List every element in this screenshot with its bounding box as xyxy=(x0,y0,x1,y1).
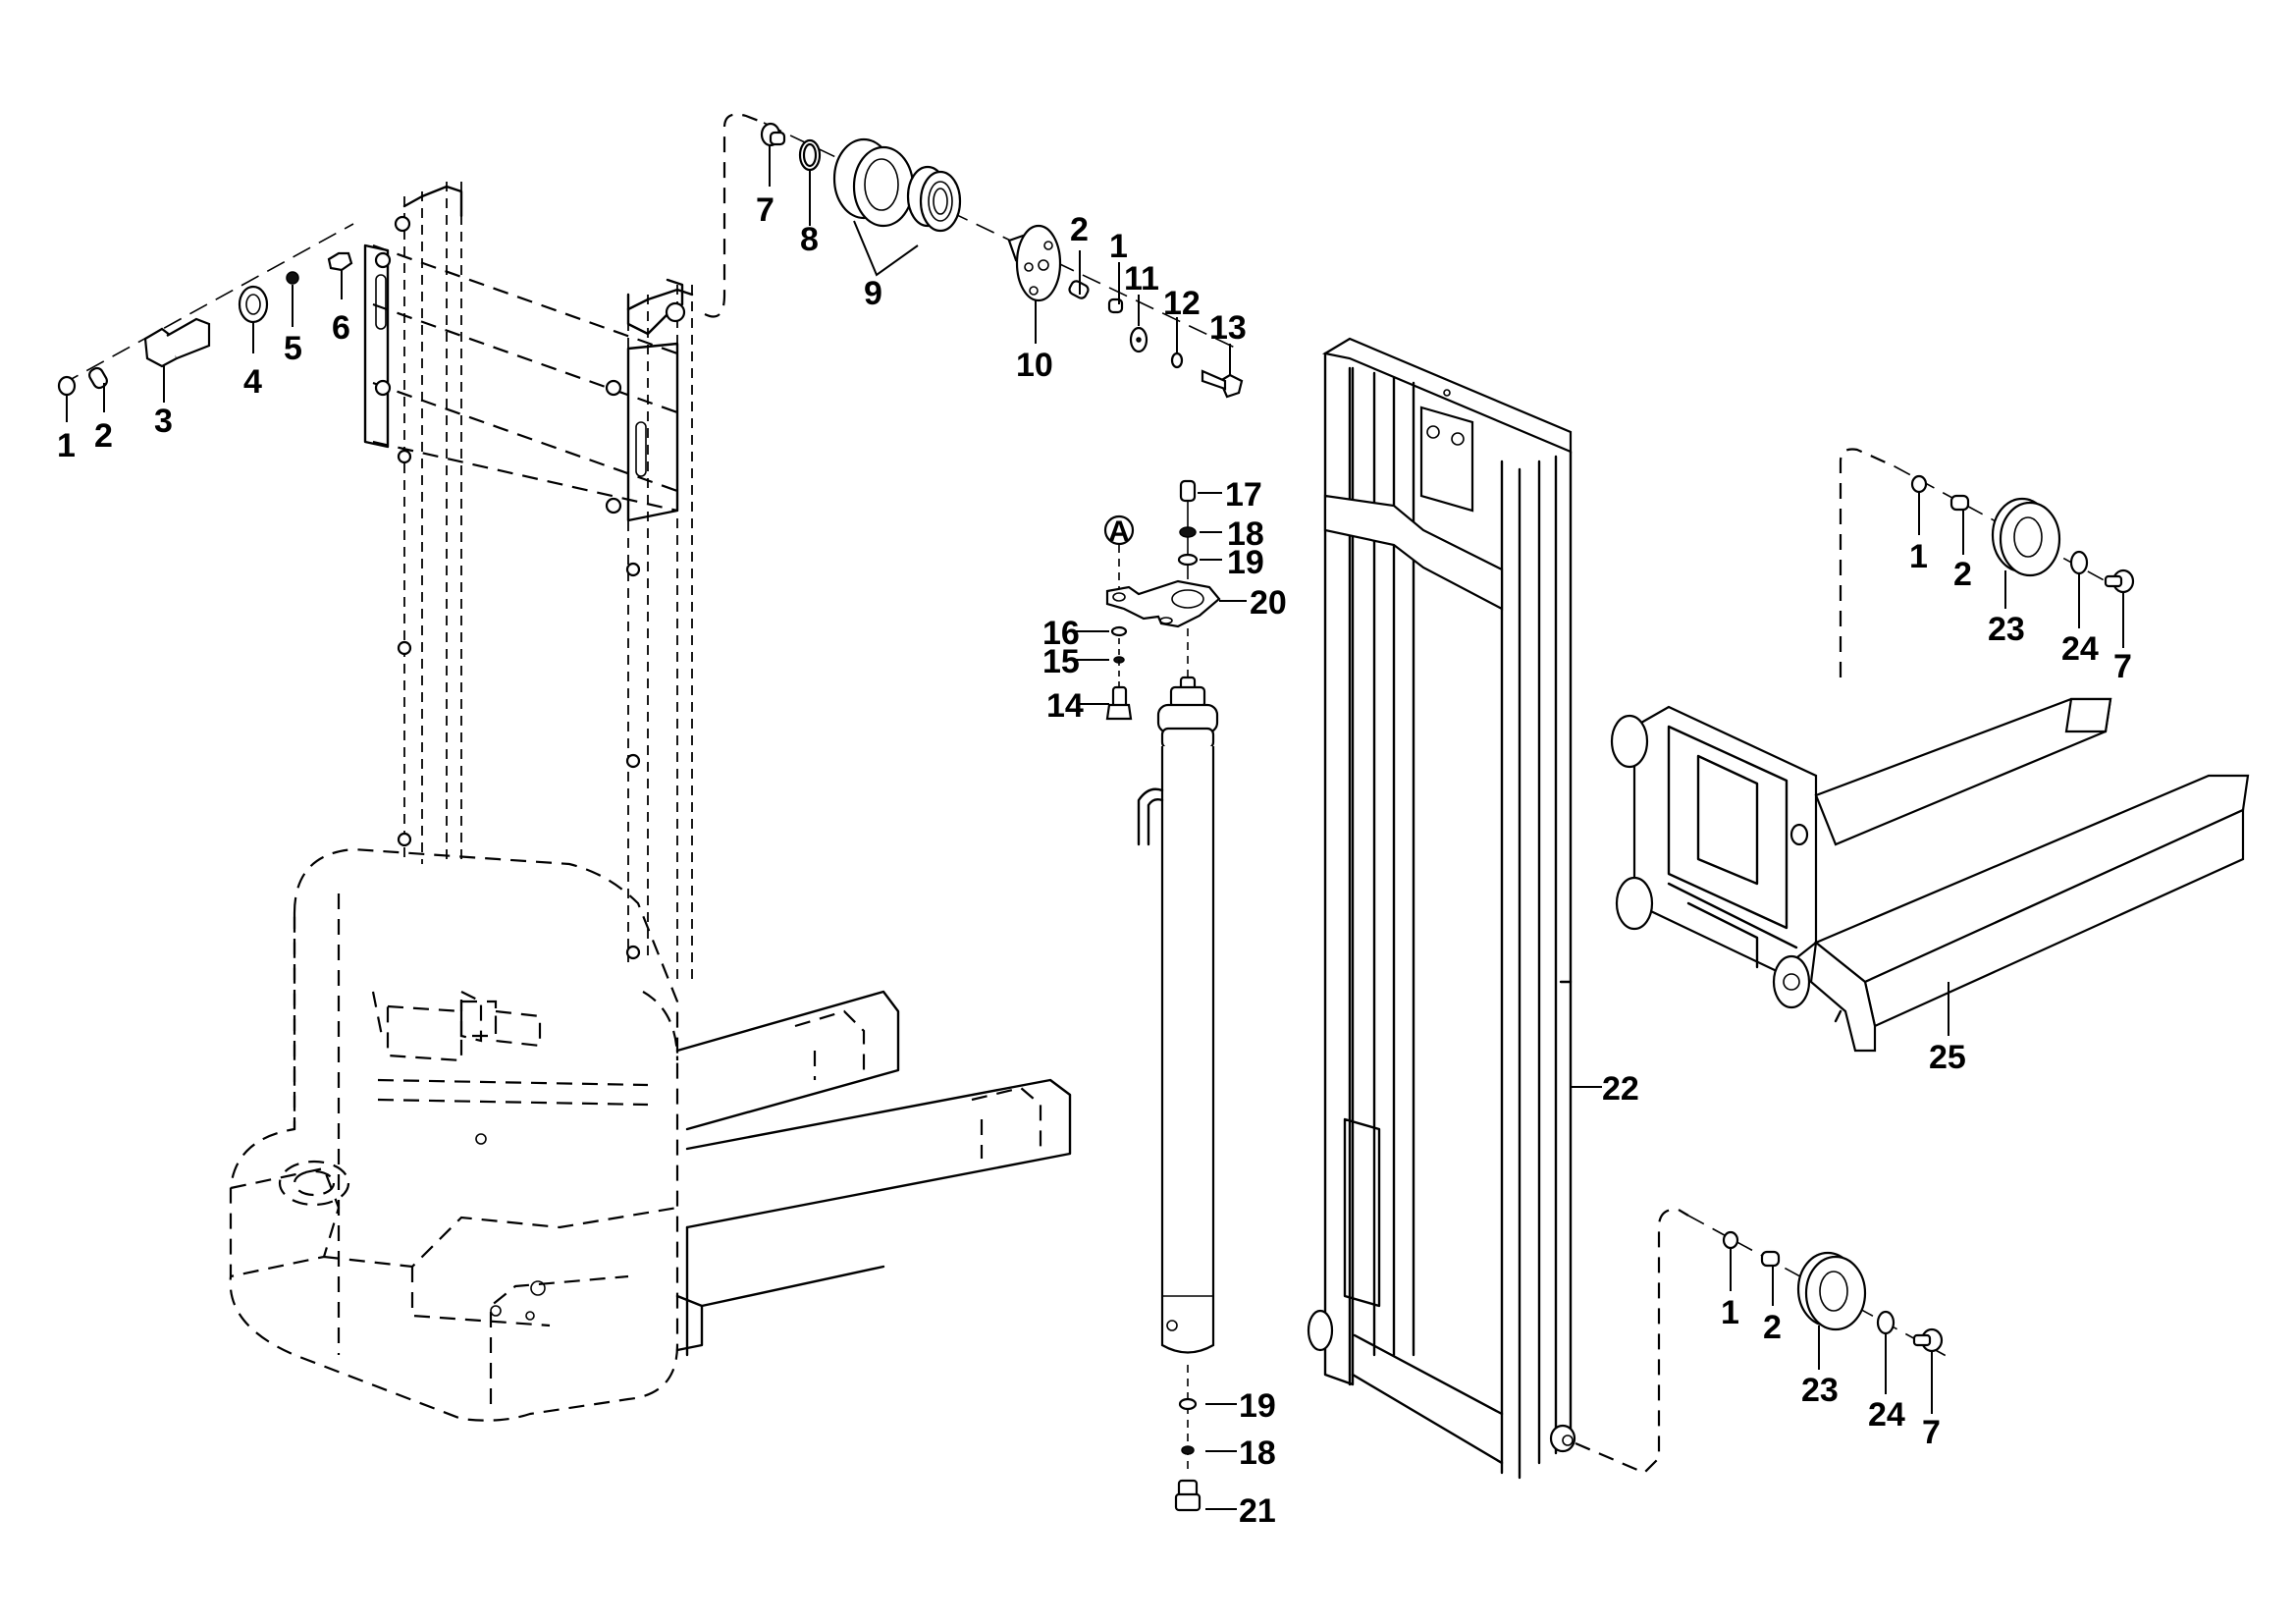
callout-8: 8 xyxy=(800,221,819,258)
callout-18: 18 xyxy=(1227,515,1264,553)
callout-7: 7 xyxy=(1922,1414,1941,1451)
callout-22: 22 xyxy=(1602,1070,1639,1108)
callout-3: 3 xyxy=(154,403,173,440)
leader-lines xyxy=(66,145,2124,1510)
pin-kit-left xyxy=(57,223,354,397)
assembly-leader-top xyxy=(704,113,765,318)
callout-labels: 1 2 3 4 5 6 7 8 9 10 2 1 11 12 13 17 18 … xyxy=(57,191,2132,1530)
callout-12: 12 xyxy=(1163,285,1201,322)
callout-19: 19 xyxy=(1227,544,1264,581)
callout-1: 1 xyxy=(1909,538,1928,575)
callout-20: 20 xyxy=(1250,584,1287,622)
callout-1: 1 xyxy=(57,427,76,464)
callout-15: 15 xyxy=(1042,643,1080,680)
roller-kit-top xyxy=(760,122,1244,399)
callout-24: 24 xyxy=(1868,1396,1905,1434)
callout-5: 5 xyxy=(284,330,302,367)
callout-7: 7 xyxy=(756,191,774,229)
fork-carriage xyxy=(1610,697,2250,1053)
callout-18: 18 xyxy=(1239,1435,1276,1472)
mast-upright xyxy=(1307,337,1576,1480)
callout-13: 13 xyxy=(1209,309,1247,347)
callout-2: 2 xyxy=(1763,1309,1782,1346)
callout-2: 2 xyxy=(1070,211,1089,248)
callout-9: 9 xyxy=(864,275,882,312)
callout-6: 6 xyxy=(332,309,350,347)
callout-19: 19 xyxy=(1239,1387,1276,1425)
callout-14: 14 xyxy=(1046,687,1084,725)
callout-23: 23 xyxy=(1801,1372,1839,1409)
callout-25: 25 xyxy=(1929,1039,1966,1076)
callout-17: 17 xyxy=(1225,476,1262,514)
chassis-frame xyxy=(229,182,1072,1422)
assembly-leader-bottom xyxy=(1575,1208,1689,1475)
detail-marker-a: A xyxy=(1108,515,1130,548)
callout-23: 23 xyxy=(1988,611,2025,648)
callout-11: 11 xyxy=(1124,260,1159,298)
callout-7: 7 xyxy=(2113,648,2132,685)
roller-kit-right-top xyxy=(1839,448,2135,677)
callout-2: 2 xyxy=(94,417,113,455)
callout-16: 16 xyxy=(1042,615,1080,652)
callout-24: 24 xyxy=(2061,630,2099,668)
roller-kit-right-bottom xyxy=(1687,1215,1954,1361)
callout-10: 10 xyxy=(1016,347,1053,384)
callout-4: 4 xyxy=(243,363,262,401)
callout-2: 2 xyxy=(1953,556,1972,593)
callout-1: 1 xyxy=(1721,1294,1739,1331)
callout-21: 21 xyxy=(1239,1492,1276,1530)
callout-1: 1 xyxy=(1109,228,1128,265)
lift-cylinder xyxy=(1103,479,1221,1512)
